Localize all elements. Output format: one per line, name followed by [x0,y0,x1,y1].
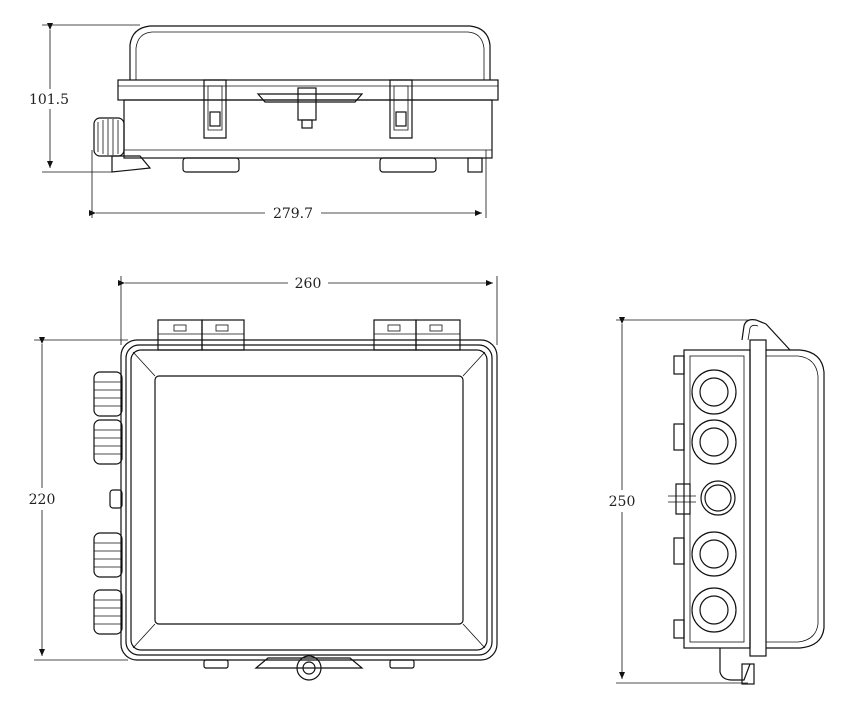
front-cable-glands [93,371,123,635]
dim-label-top-width: 279.7 [273,206,313,222]
side-view: 250 [604,317,825,685]
dim-label-front-width: 260 [295,276,322,292]
top-cable-gland [93,117,152,173]
side-cable-glands [691,369,737,633]
dim-label-top-height: 101.5 [29,92,69,108]
dim-label-side-height: 250 [609,494,636,510]
front-view: 260 220 [24,273,498,681]
dim-label-front-height: 220 [29,492,56,508]
front-bottom-hardware [203,655,415,681]
top-latch-right [389,79,413,139]
top-latch-left [203,79,227,139]
top-view: 101.5 279.7 [24,23,499,223]
